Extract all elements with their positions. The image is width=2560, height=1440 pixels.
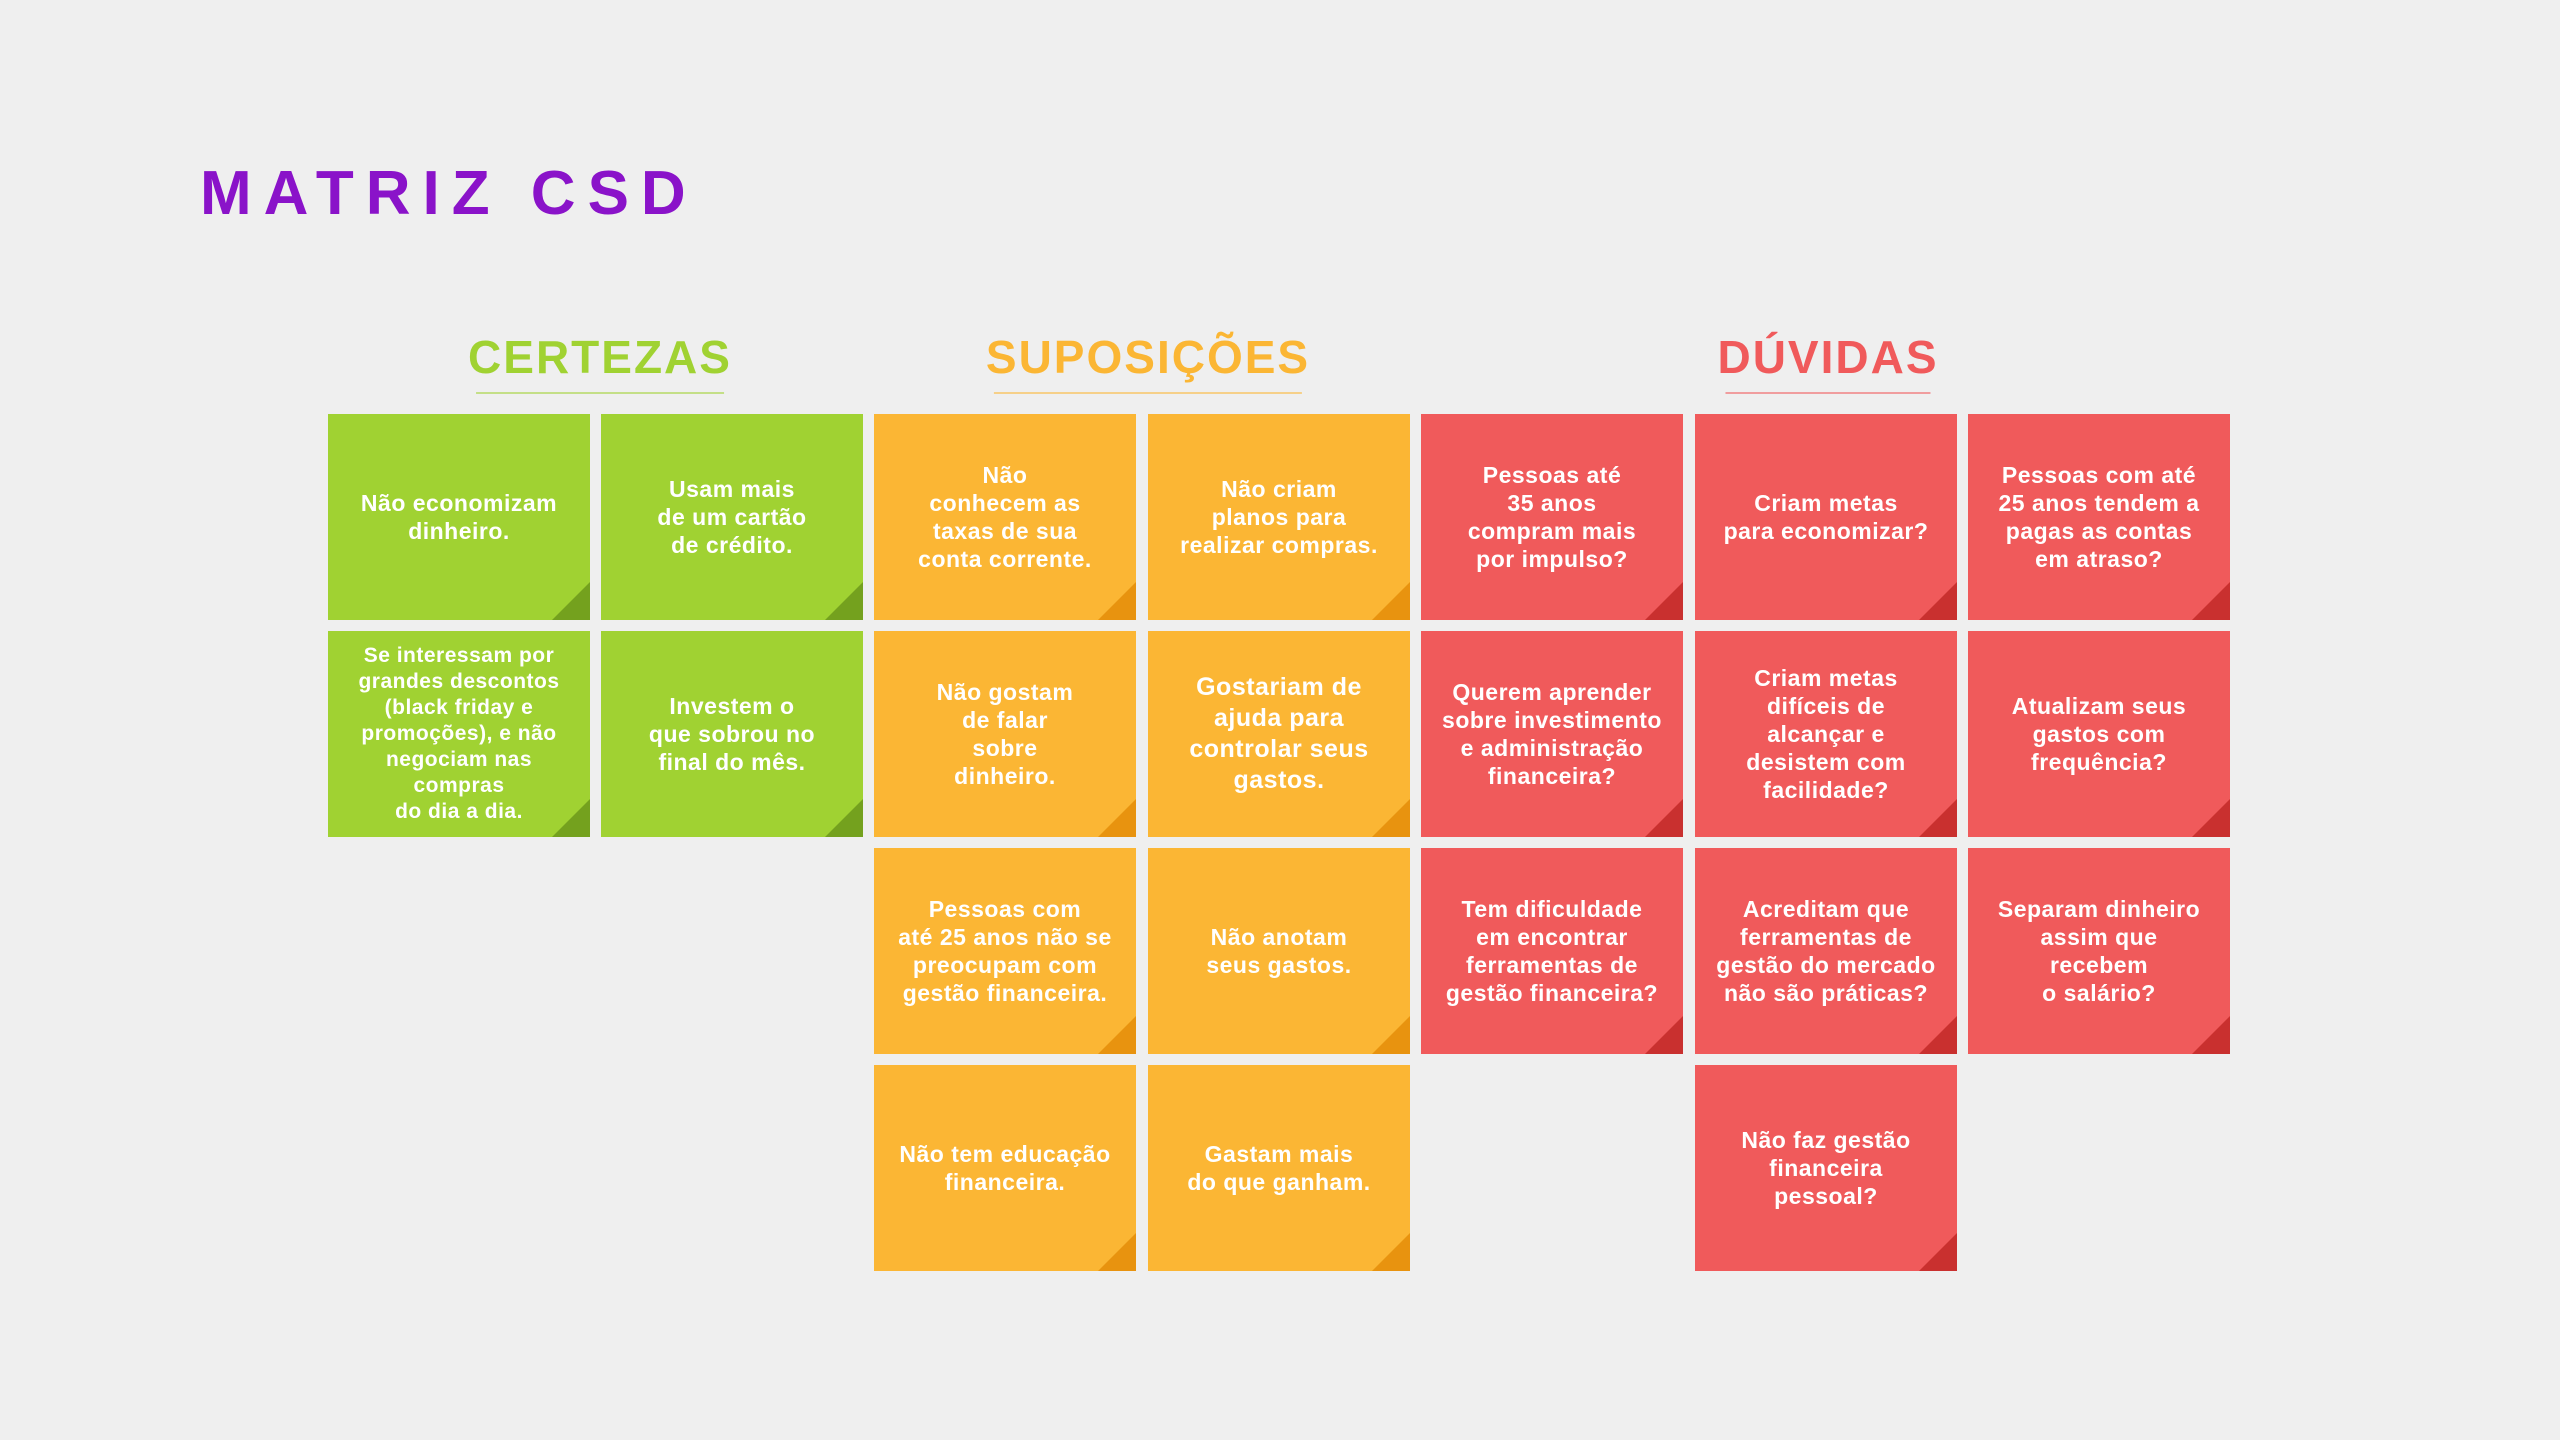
note-text: Não tem educação financeira.: [899, 1141, 1111, 1195]
note-fold: [2192, 1016, 2230, 1054]
sticky-note-duvida: Criam metas difíceis de alcançar e desis…: [1695, 631, 1957, 837]
note-text: Acreditam que ferramentas de gestão do m…: [1716, 896, 1936, 1006]
sticky-note-suposicao: Não criam planos para realizar compras.: [1148, 414, 1410, 620]
note-text: Usam mais de um cartão de crédito.: [657, 476, 807, 558]
heading-certezas-label: CERTEZAS: [468, 331, 732, 383]
note-text: Não anotam seus gastos.: [1206, 924, 1352, 978]
note-text: Não criam planos para realizar compras.: [1180, 476, 1378, 558]
sticky-note-duvida: Separam dinheiro assim que recebem o sal…: [1968, 848, 2230, 1054]
sticky-note-duvida: Não faz gestão financeira pessoal?: [1695, 1065, 1957, 1271]
heading-duvidas: DÚVIDAS: [1717, 330, 1939, 394]
heading-certezas-underline: [476, 392, 724, 394]
sticky-note-suposicao: Não anotam seus gastos.: [1148, 848, 1410, 1054]
note-text: Gastam mais do que ganham.: [1187, 1141, 1371, 1195]
note-text: Não economizam dinheiro.: [360, 490, 558, 544]
note-fold: [1098, 799, 1136, 837]
heading-duvidas-label: DÚVIDAS: [1717, 331, 1939, 383]
sticky-note-duvida: Pessoas até 35 anos compram mais por imp…: [1421, 414, 1683, 620]
note-text: Criam metas para economizar?: [1723, 490, 1929, 544]
sticky-note-certeza: Não economizam dinheiro.: [328, 414, 590, 620]
heading-duvidas-underline: [1725, 392, 1931, 394]
note-fold: [1645, 582, 1683, 620]
note-text: Atualizam seus gastos com frequência?: [2011, 693, 2187, 775]
sticky-note-duvida: Atualizam seus gastos com frequência?: [1968, 631, 2230, 837]
sticky-note-duvida: Acreditam que ferramentas de gestão do m…: [1695, 848, 1957, 1054]
heading-suposicoes: SUPOSIÇÕES: [985, 330, 1311, 394]
sticky-note-suposicao: Gastam mais do que ganham.: [1148, 1065, 1410, 1271]
sticky-note-duvida: Pessoas com até 25 anos tendem a pagas a…: [1968, 414, 2230, 620]
sticky-note-suposicao: Pessoas com até 25 anos não se preocupam…: [874, 848, 1136, 1054]
note-text: Investem o que sobrou no final do mês.: [648, 693, 816, 775]
sticky-note-certeza: Investem o que sobrou no final do mês.: [601, 631, 863, 837]
page-title: MATRIZ CSD: [200, 159, 698, 228]
note-fold: [1098, 1016, 1136, 1054]
sticky-note-duvida: Querem aprender sobre investimento e adm…: [1421, 631, 1683, 837]
sticky-note-suposicao: Não conhecem as taxas de sua conta corre…: [874, 414, 1136, 620]
note-fold: [1919, 799, 1957, 837]
note-text: Gostariam de ajuda para controlar seus g…: [1189, 673, 1369, 794]
sticky-note-certeza: Usam mais de um cartão de crédito.: [601, 414, 863, 620]
heading-suposicoes-label: SUPOSIÇÕES: [985, 331, 1311, 383]
sticky-note-duvida: Tem dificuldade em encontrar ferramentas…: [1421, 848, 1683, 1054]
note-text: Pessoas até 35 anos compram mais por imp…: [1467, 462, 1637, 572]
note-fold: [1098, 1233, 1136, 1271]
note-fold: [2192, 799, 2230, 837]
note-fold: [1372, 582, 1410, 620]
note-text: Pessoas com até 25 anos não se preocupam…: [898, 896, 1112, 1006]
note-text: Não faz gestão financeira pessoal?: [1741, 1127, 1911, 1209]
note-text: Tem dificuldade em encontrar ferramentas…: [1445, 896, 1659, 1006]
note-fold: [825, 799, 863, 837]
note-text: Separam dinheiro assim que recebem o sal…: [1997, 896, 2201, 1006]
note-text: Pessoas com até 25 anos tendem a pagas a…: [1998, 462, 2200, 572]
sticky-note-certeza: Se interessam por grandes descontos (bla…: [328, 631, 590, 837]
note-fold: [1372, 799, 1410, 837]
note-text: Não conhecem as taxas de sua conta corre…: [918, 462, 1092, 572]
note-fold: [1919, 1016, 1957, 1054]
note-fold: [1919, 1233, 1957, 1271]
note-fold: [1372, 1233, 1410, 1271]
note-fold: [1919, 582, 1957, 620]
note-text: Não gostam de falar sobre dinheiro.: [936, 679, 1074, 789]
heading-certezas: CERTEZAS: [468, 330, 732, 394]
note-fold: [2192, 582, 2230, 620]
sticky-note-suposicao: Gostariam de ajuda para controlar seus g…: [1148, 631, 1410, 837]
note-fold: [825, 582, 863, 620]
note-fold: [1098, 582, 1136, 620]
note-fold: [552, 582, 590, 620]
heading-suposicoes-underline: [993, 392, 1303, 394]
sticky-note-suposicao: Não gostam de falar sobre dinheiro.: [874, 631, 1136, 837]
sticky-note-duvida: Criam metas para economizar?: [1695, 414, 1957, 620]
note-fold: [1645, 799, 1683, 837]
note-text: Querem aprender sobre investimento e adm…: [1442, 679, 1662, 789]
note-text: Se interessam por grandes descontos (bla…: [358, 644, 560, 823]
note-fold: [1645, 1016, 1683, 1054]
sticky-note-suposicao: Não tem educação financeira.: [874, 1065, 1136, 1271]
note-fold: [1372, 1016, 1410, 1054]
note-text: Criam metas difíceis de alcançar e desis…: [1746, 665, 1906, 803]
